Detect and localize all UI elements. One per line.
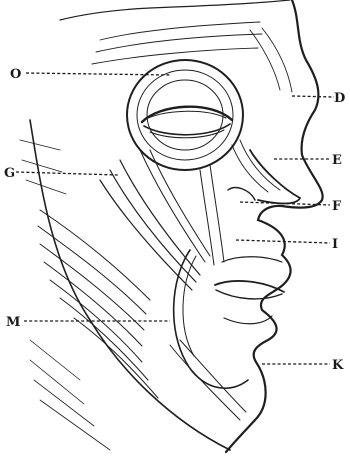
label-F: F xyxy=(332,199,342,214)
label-I: I xyxy=(332,237,338,252)
label-D: D xyxy=(334,91,345,106)
forehead-fibers xyxy=(92,22,292,92)
label-K: K xyxy=(332,358,344,373)
eye-orbit xyxy=(127,60,243,170)
label-E: E xyxy=(332,153,342,168)
nose xyxy=(228,140,300,204)
leader-G xyxy=(16,172,118,175)
leader-D xyxy=(292,96,334,97)
label-M: M xyxy=(6,315,20,330)
chin-muscle xyxy=(170,250,248,420)
label-O: O xyxy=(10,67,21,82)
side-hatching xyxy=(20,140,110,450)
leader-lines xyxy=(16,73,334,364)
cheek-muscle-bands xyxy=(100,150,224,290)
label-G: G xyxy=(4,166,15,181)
face-outline xyxy=(30,0,323,452)
masseter-region xyxy=(38,210,158,398)
